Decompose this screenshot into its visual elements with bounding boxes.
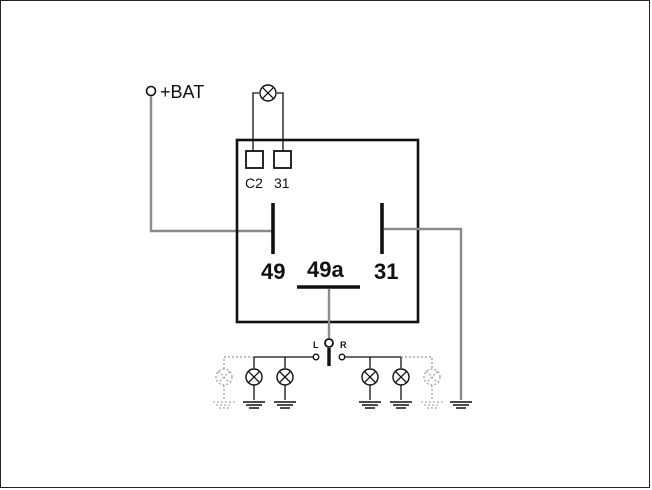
- switch-contact-left-icon: [312, 353, 320, 361]
- terminal-31-label: 31: [374, 259, 398, 284]
- lamp-cross-icon: [363, 370, 377, 384]
- relay-box: C2 31 49 49a 31: [235, 138, 420, 324]
- ground-symbol-icon: [243, 401, 265, 409]
- battery-terminal-circle: [145, 85, 157, 97]
- left-lamp-group: [213, 356, 313, 409]
- right-dotted-feed: [401, 356, 433, 369]
- indicator-wire-left: [252, 92, 259, 151]
- ground-wire-31: [384, 227, 463, 400]
- switch-contact-right-icon: [338, 353, 346, 361]
- ground-symbol-icon: [359, 401, 381, 409]
- terminal-c2-label: C2: [245, 175, 263, 191]
- indicator-wire-right: [277, 92, 284, 151]
- indicator-lamp: [252, 84, 284, 151]
- switch-right-label: R: [340, 340, 347, 350]
- ground-symbol-icon: [450, 401, 472, 409]
- terminal-49-label: 49: [261, 259, 285, 284]
- ground-symbol-icon: [213, 401, 235, 409]
- terminal-49a-label: 49a: [307, 257, 344, 282]
- relay-housing: [235, 138, 420, 324]
- lamp-cross-icon: [247, 370, 261, 384]
- lamp-cross-icon: [217, 370, 231, 384]
- switch-pivot-icon: [324, 338, 334, 348]
- right-bus-wire: [345, 356, 402, 368]
- ground-symbol-icon: [421, 401, 443, 409]
- terminal-c2-box: [245, 150, 264, 169]
- lamp-cross-icon: [394, 370, 408, 384]
- switch-left-label: L: [313, 340, 319, 350]
- ground-symbol-icon: [274, 401, 296, 409]
- left-dotted-feed: [223, 356, 254, 369]
- lamp-cross-icon: [278, 370, 292, 384]
- terminal-31-small-label: 31: [274, 175, 290, 191]
- left-bus-wire: [253, 356, 313, 368]
- battery-label: +BAT: [160, 82, 204, 102]
- lamp-cross-icon: [425, 370, 439, 384]
- battery-supply: +BAT: [145, 82, 272, 233]
- ground-31: [384, 227, 472, 409]
- lamp-cross-icon: [261, 86, 275, 100]
- battery-wire: [149, 96, 272, 233]
- ground-symbol-icon: [390, 401, 412, 409]
- direction-switch: L R: [312, 289, 347, 366]
- right-lamp-group: [345, 356, 443, 409]
- terminal-31-small-box: [273, 150, 292, 169]
